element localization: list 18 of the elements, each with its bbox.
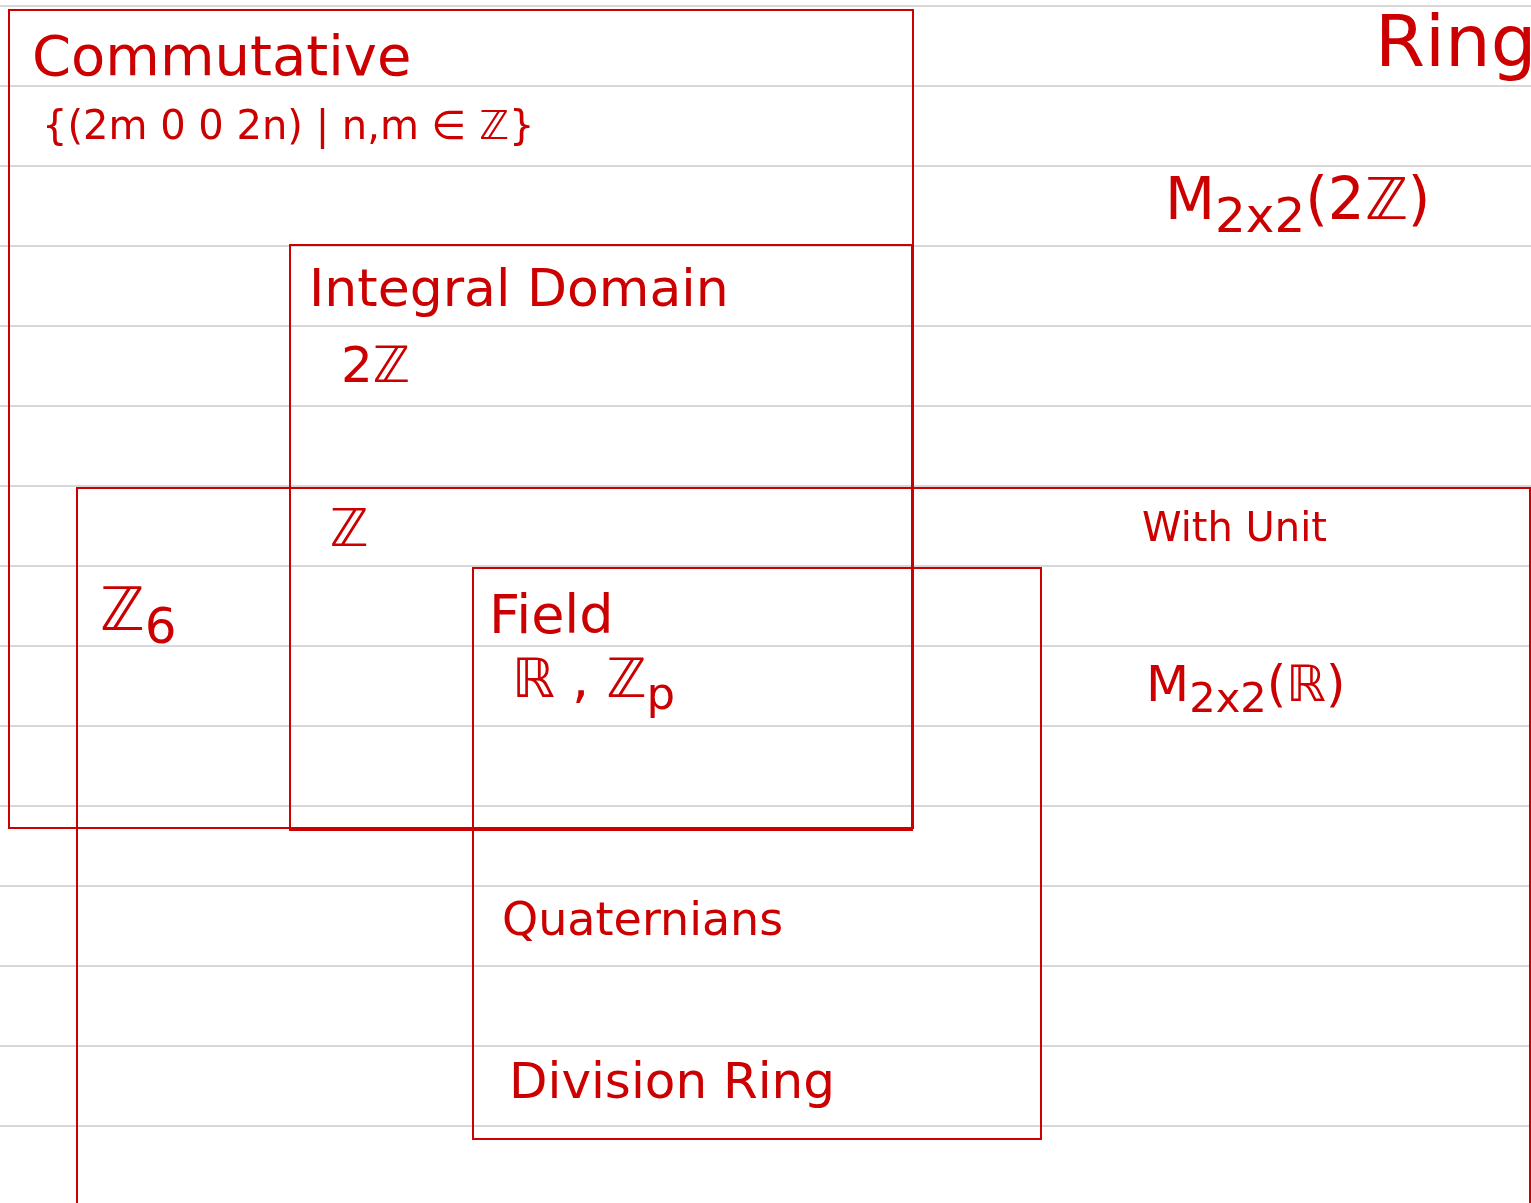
set-example: {(2m 0 0 2n) | n,m ∈ ℤ}: [42, 103, 535, 147]
set-example: ℝ , ℤ$_{p}$: [512, 649, 676, 719]
set-region-box: [472, 567, 1042, 1140]
set-example: M$_{2x2}$(ℝ): [1146, 657, 1346, 721]
set-region-box: [289, 244, 913, 831]
set-example: M$_{2x2}$(2ℤ): [1165, 168, 1431, 242]
set-title: Ring: [1375, 2, 1531, 82]
title: Field: [489, 585, 614, 645]
set-example: 2ℤ: [341, 338, 411, 393]
title: Commutative: [32, 25, 412, 87]
set-example: Quaternians: [502, 894, 784, 945]
title: Integral Domain: [309, 260, 729, 318]
set-region-box: [8, 9, 914, 829]
set-example: ℤ$_{6}$: [100, 576, 177, 654]
set-example: ℤ: [330, 500, 369, 558]
set-region-box: [76, 487, 1531, 1203]
title: Division Ring: [509, 1054, 836, 1109]
title: With Unit: [1142, 505, 1327, 549]
